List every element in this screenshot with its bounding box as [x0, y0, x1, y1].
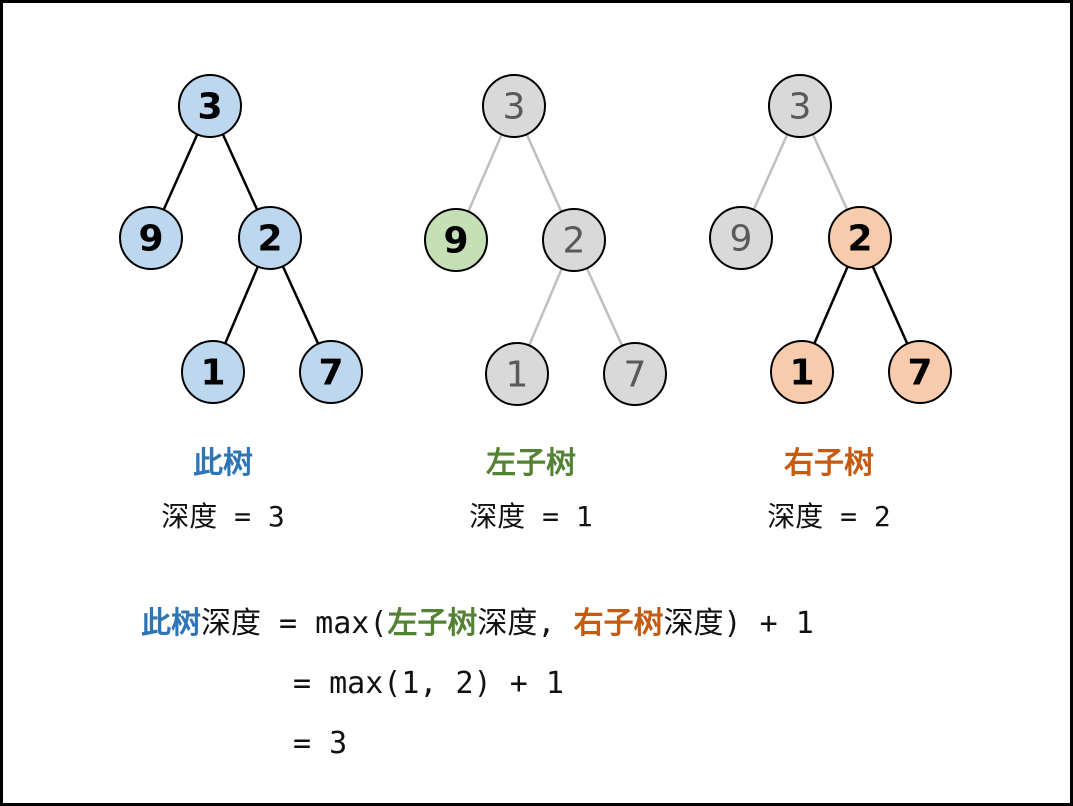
right-subtree-node-label: 9	[730, 219, 753, 260]
formula-line-3: = 3	[293, 726, 347, 761]
formula: 此树深度 = max(左子树深度, 右子树深度) + 1 = max(1, 2) …	[141, 606, 814, 761]
formula-depth1: 深度 = max(	[201, 606, 387, 641]
left-subtree-edge	[585, 267, 624, 347]
this-tree-edge	[162, 133, 199, 211]
this-tree-node-right-right	[299, 340, 363, 404]
formula-left-tree: 左子树	[387, 606, 477, 641]
left-subtree-node-root	[482, 74, 546, 138]
left-subtree-node-right-left	[485, 342, 549, 406]
formula-right-tree: 右子树	[574, 606, 664, 641]
right-subtree-edge	[811, 133, 849, 211]
left-subtree-caption: 左子树	[486, 446, 576, 481]
formula-line-2: = max(1, 2) + 1	[293, 666, 564, 701]
right-subtree-group: 3 9 2 1 7 右子树深度 = 2	[709, 74, 952, 533]
left-subtree-node-label: 1	[506, 355, 529, 396]
left-subtree-node-label: 3	[503, 87, 526, 128]
right-subtree-node-right	[828, 206, 892, 270]
right-subtree-caption: 右子树	[784, 446, 874, 481]
left-subtree-edge	[525, 133, 563, 213]
this-tree-node-label: 3	[197, 87, 222, 128]
this-tree-depth-label: 深度 = 3	[161, 500, 284, 533]
right-subtree-edge	[752, 133, 789, 211]
left-subtree-node-label: 7	[624, 355, 647, 396]
formula-line-1: 此树深度 = max(左子树深度, 右子树深度) + 1	[141, 606, 814, 641]
this-tree-edge	[223, 266, 260, 344]
right-subtree-edge	[813, 265, 849, 345]
this-tree-node-label: 7	[318, 353, 343, 394]
left-subtree-node-label: 2	[563, 221, 586, 262]
formula-depth2: 深度,	[477, 606, 573, 641]
this-tree-node-left	[119, 206, 183, 270]
left-subtree-group: 3 9 2 1 7 左子树深度 = 1	[424, 74, 667, 533]
left-subtree-node-right	[542, 208, 606, 272]
this-tree-node-right	[238, 206, 302, 270]
this-tree-edge	[221, 133, 259, 211]
left-subtree-depth-label: 深度 = 1	[469, 500, 592, 533]
this-tree-node-label: 9	[138, 219, 163, 260]
right-subtree-depth-label: 深度 = 2	[767, 500, 890, 533]
right-subtree-node-label: 1	[789, 353, 814, 394]
formula-depth3: 深度) + 1	[664, 606, 814, 641]
this-tree-node-root	[178, 74, 242, 138]
left-subtree-node-label: 9	[443, 221, 468, 262]
formula-this-tree: 此树	[141, 606, 201, 641]
right-subtree-node-label: 2	[847, 219, 872, 260]
this-tree-node-label: 2	[257, 219, 282, 260]
left-subtree-edge	[467, 133, 503, 213]
right-subtree-node-label: 7	[907, 353, 932, 394]
right-subtree-node-right-left	[770, 340, 834, 404]
this-tree-caption: 此树	[193, 446, 253, 481]
right-subtree-node-right-right	[888, 340, 952, 404]
this-tree-edge	[281, 265, 320, 345]
right-subtree-node-label: 3	[789, 87, 812, 128]
this-tree-group: 3 9 2 1 7 此树深度 = 3	[119, 74, 363, 533]
right-subtree-node-root	[768, 74, 832, 138]
left-subtree-node-right-right	[603, 342, 667, 406]
left-subtree-edge	[527, 268, 564, 346]
right-subtree-edge	[871, 265, 909, 345]
left-subtree-node-left	[424, 208, 488, 272]
this-tree-node-right-left	[181, 340, 245, 404]
right-subtree-node-left	[709, 206, 773, 270]
this-tree-node-label: 1	[200, 353, 225, 394]
